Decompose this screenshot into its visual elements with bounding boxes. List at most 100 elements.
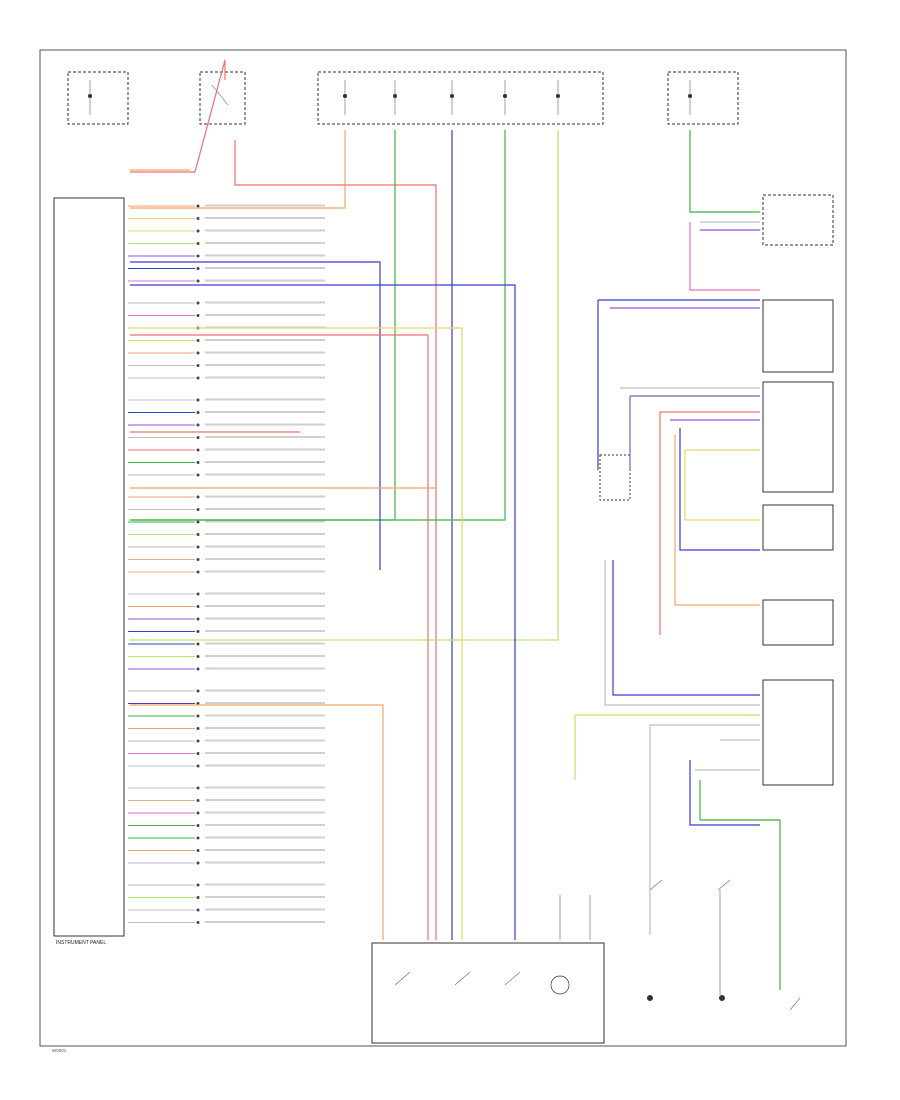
pin-arrow [196,655,200,658]
pin-arrow [196,667,200,671]
pin-arrow [196,376,200,380]
pin-caption [205,739,325,742]
pin-caption [205,799,325,801]
pin-arrow [196,436,200,439]
pin-caption [205,714,325,717]
pin-caption [205,786,325,789]
pin-caption [205,229,325,232]
pin-caption [205,727,325,729]
pin-arrow [196,461,200,464]
pin-caption [205,533,325,535]
bottom-right-switches [647,879,801,1011]
right-modules [599,194,834,786]
pin-caption [205,204,325,207]
pin-arrow [196,473,200,477]
pin-caption [205,423,325,426]
pin-arrow [196,351,200,355]
left-pin-rows [128,204,325,924]
pin-arrow [196,411,200,414]
pin-caption [205,314,325,316]
pin-caption [205,811,325,814]
pin-caption [205,896,325,898]
pin-caption [205,752,325,754]
pin-arrow [196,592,200,596]
pin-caption [205,473,325,476]
pin-arrow [196,267,200,270]
pin-arrow [196,279,200,283]
pin-arrow [196,398,200,402]
pin-caption [205,508,325,510]
pin-caption [205,376,325,379]
pin-arrow [196,739,200,743]
pin-arrow [196,229,200,233]
pin-caption [205,301,325,304]
top-fuse-row [67,71,739,125]
pin-arrow [196,545,200,549]
pin-arrow [196,908,200,912]
pin-caption [205,351,325,354]
pin-arrow [196,533,200,536]
pin-caption [205,339,325,341]
pin-arrow [196,786,200,790]
pin-caption [205,689,325,692]
pin-arrow [196,861,200,865]
pin-arrow [196,714,200,718]
right-wires [574,130,781,990]
pin-arrow [196,799,200,802]
pin-caption [205,570,325,573]
pin-caption [205,448,325,451]
pin-caption [205,242,325,244]
pin-arrow [196,448,200,452]
pin-caption [205,655,325,657]
pin-caption [205,254,325,257]
page-border [39,49,847,1047]
pin-caption [205,545,325,548]
pin-caption [205,217,325,219]
pin-caption [205,279,325,282]
pin-arrow [196,764,200,768]
pin-caption [205,364,325,366]
pin-arrow [196,811,200,815]
pin-arrow [196,314,200,317]
pin-arrow [196,630,200,633]
pin-caption [205,495,325,498]
pin-caption [205,764,325,767]
pin-arrow [196,508,200,511]
bottom-switch-box [371,895,605,1044]
pin-arrow [196,495,200,499]
pin-caption [205,461,325,463]
instrument-panel-block: INSTRUMENT PANEL [53,197,125,946]
pin-arrow [196,570,200,574]
vertical-wires [130,59,559,940]
pin-caption [205,861,325,864]
instrument-panel-label: INSTRUMENT PANEL [56,940,106,946]
pin-caption [205,836,325,839]
pin-caption [205,617,325,620]
pin-arrow [196,301,200,305]
pin-caption [205,398,325,401]
pin-caption [205,520,325,523]
pin-arrow [196,254,200,258]
pin-caption [205,267,325,269]
pin-caption [205,630,325,632]
pin-arrow [196,921,200,924]
pin-arrow [196,752,200,755]
pin-arrow [196,617,200,621]
pin-caption [205,642,325,645]
pin-arrow [196,520,200,524]
pin-caption [205,908,325,911]
pin-caption [205,605,325,607]
pin-arrow [196,339,200,342]
pin-arrow [196,702,200,705]
pin-arrow [196,883,200,887]
pin-arrow [196,727,200,730]
pin-caption [205,436,325,438]
pin-caption [205,411,325,413]
pin-arrow [196,242,200,245]
pin-caption [205,558,325,560]
pin-arrow [196,204,200,208]
pin-arrow [196,364,200,367]
footer-code: W0001 [52,1048,67,1053]
pin-caption [205,592,325,595]
